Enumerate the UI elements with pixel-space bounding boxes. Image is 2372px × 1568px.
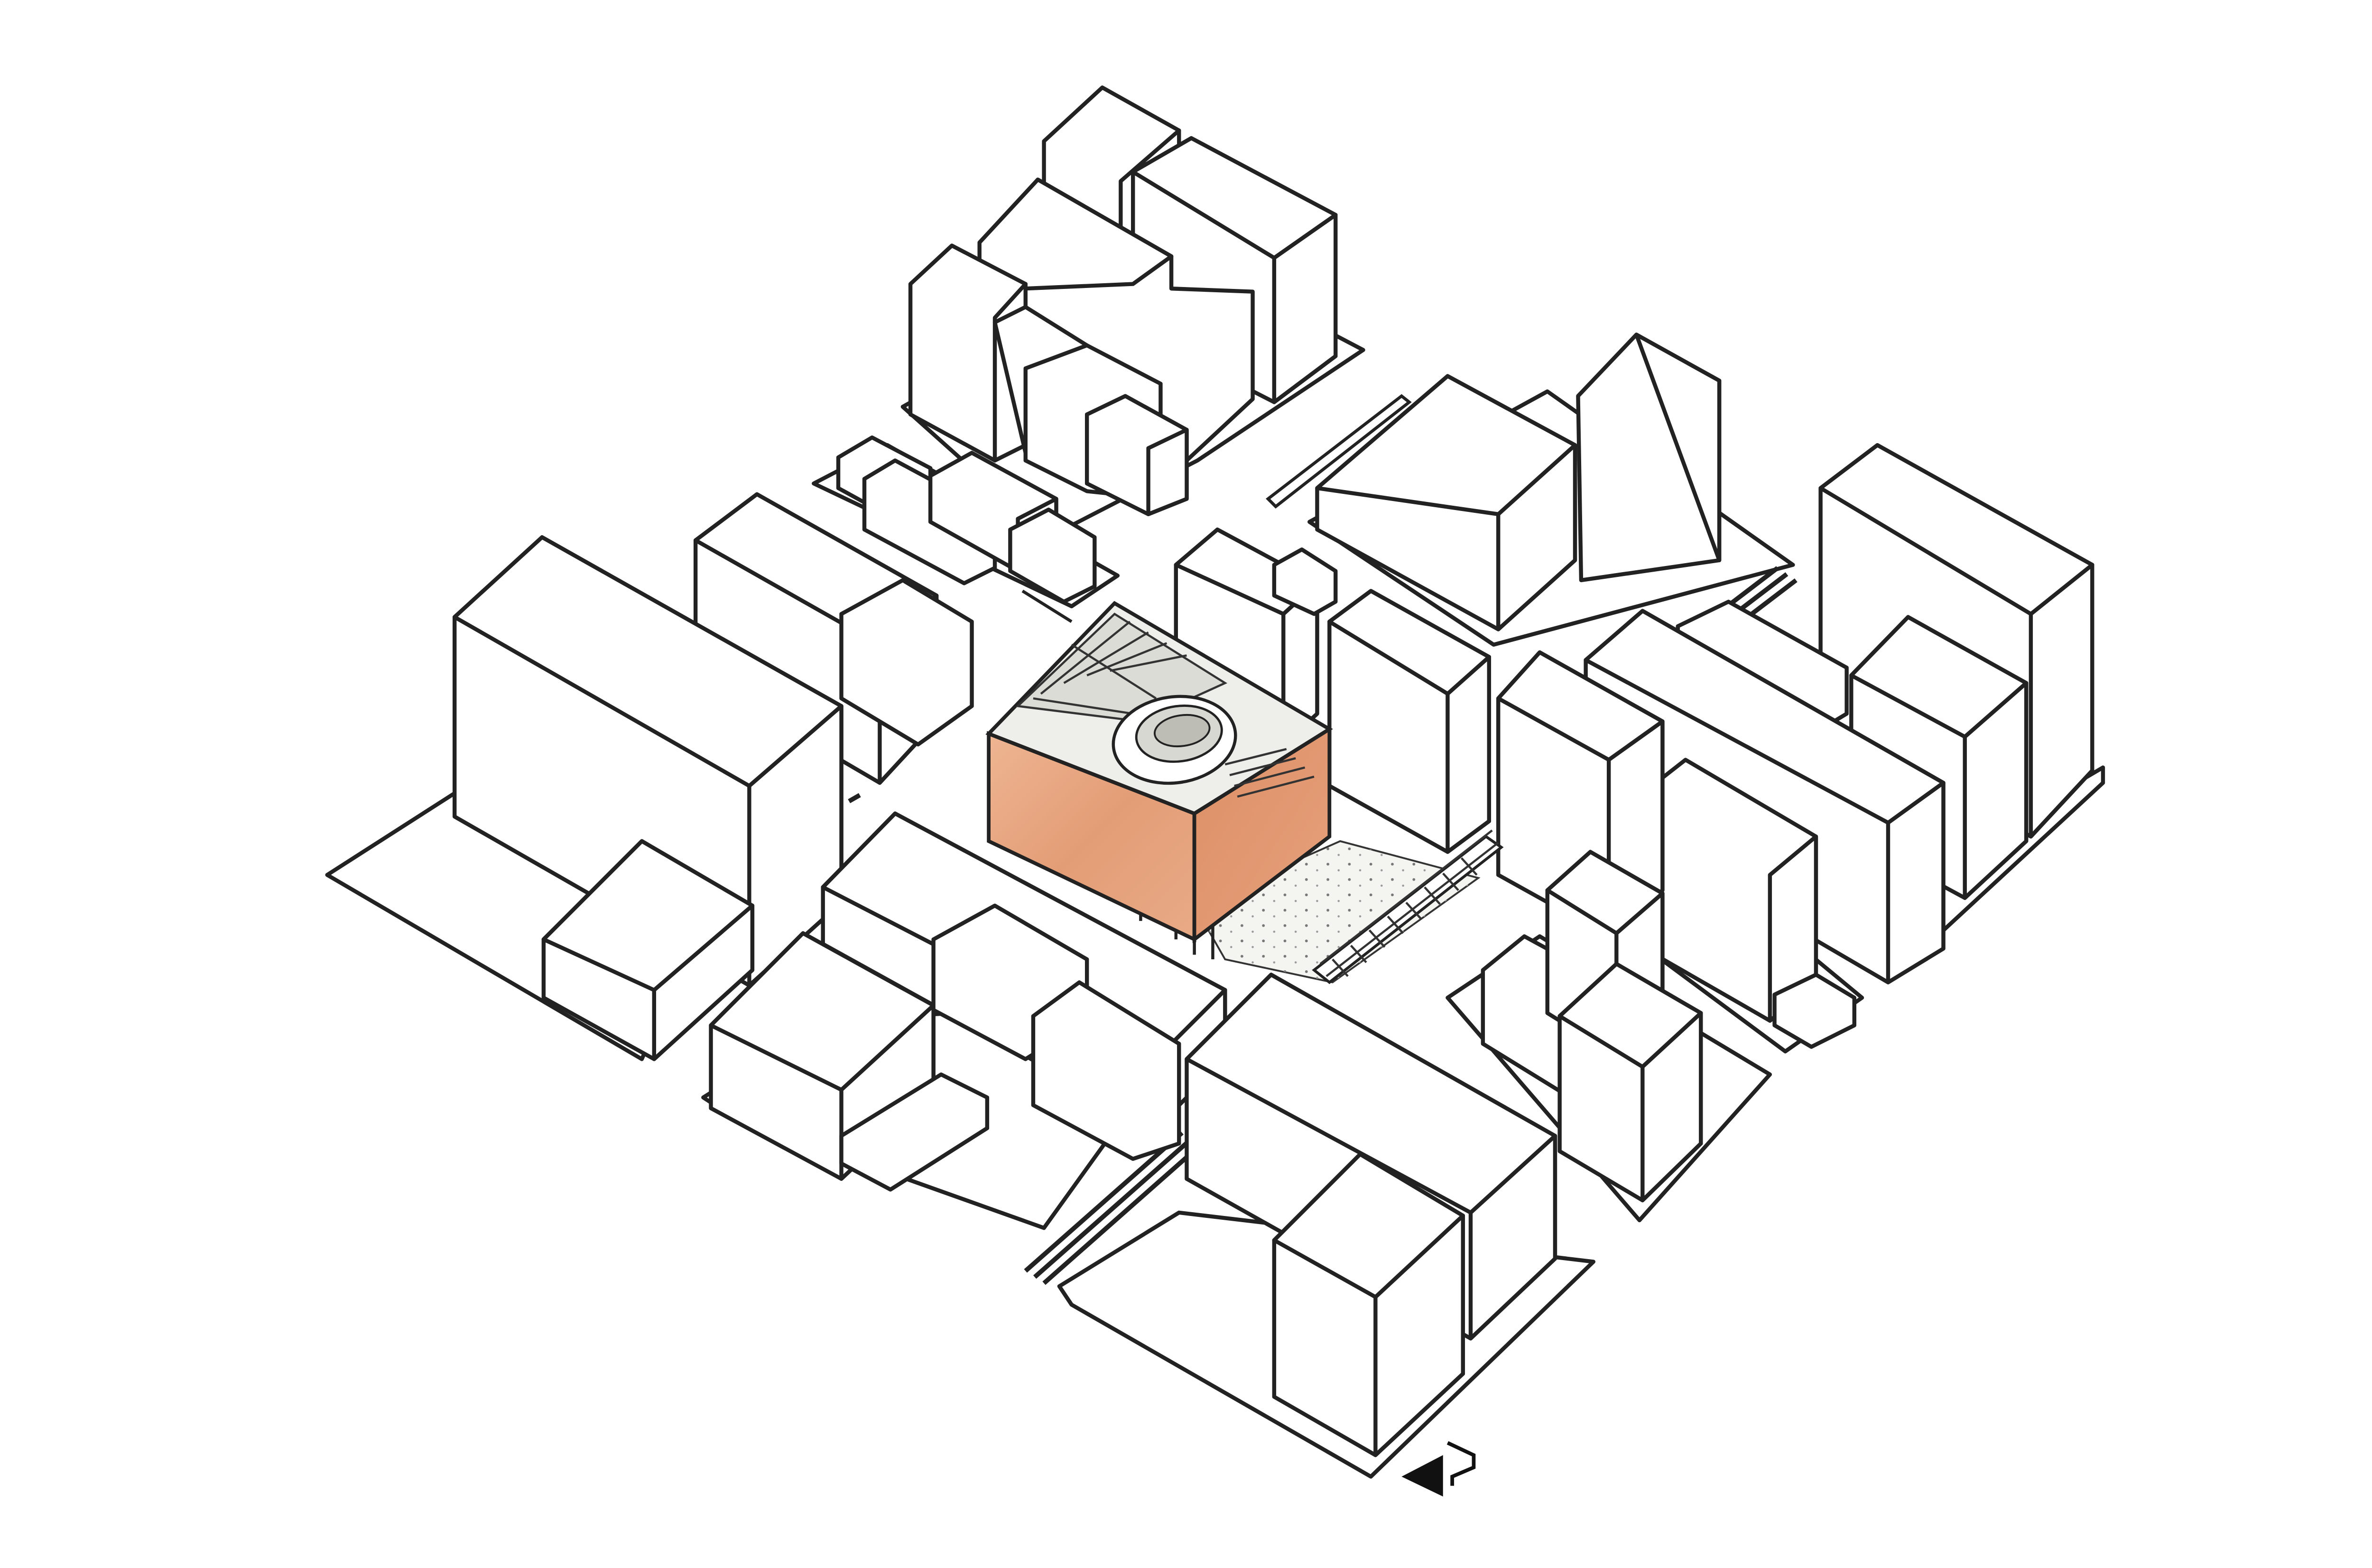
east-slab-buildings	[1584, 600, 1946, 1049]
roof-steps	[1224, 748, 1315, 798]
roof-oculus	[1112, 695, 1237, 785]
north-arrow-icon	[1401, 1441, 1476, 1497]
street-strips	[1021, 394, 1412, 623]
west-buildings	[453, 492, 974, 1061]
south-east-towers	[1481, 850, 1703, 1203]
north-west-small-buildings	[836, 435, 1097, 604]
north-block-buildings	[908, 85, 1338, 517]
canopy-structure	[1312, 829, 1504, 984]
north-east-buildings	[1315, 333, 1722, 631]
roof-truss	[1015, 612, 1228, 723]
target-building	[985, 601, 1504, 984]
south-buildings	[1185, 973, 1557, 1457]
